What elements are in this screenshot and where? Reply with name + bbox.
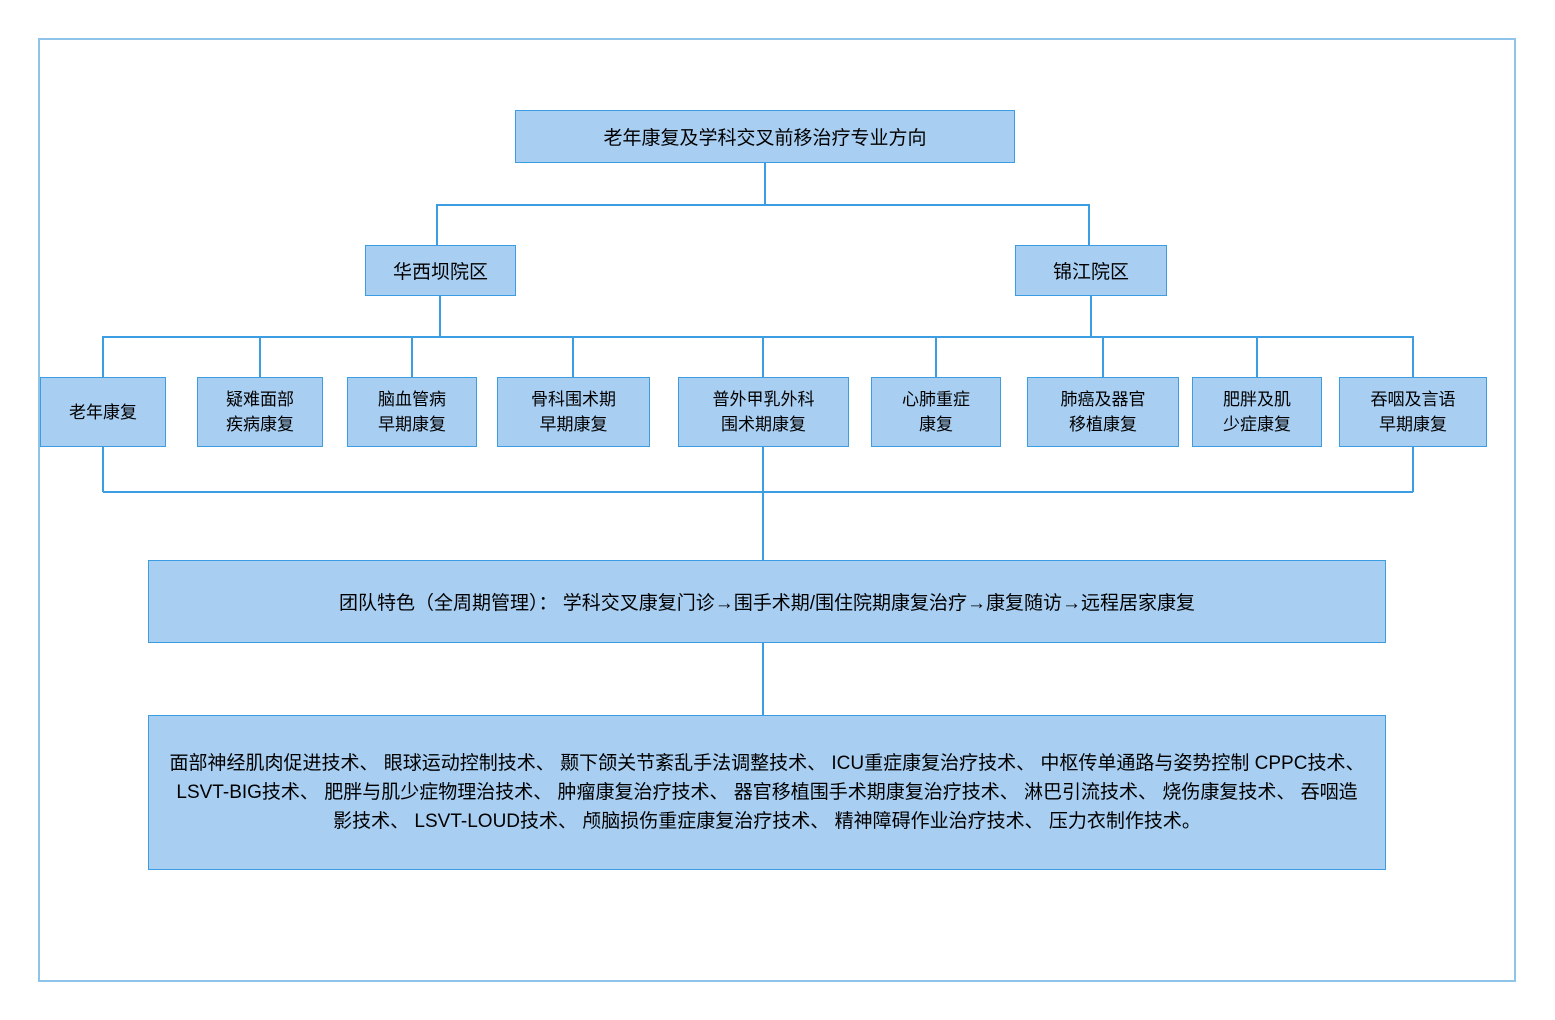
connector-line	[1256, 336, 1258, 377]
dept-node-label: 心肺重症 康复	[902, 390, 970, 434]
campus-node-huaxiba: 华西坝院区	[365, 245, 516, 296]
connector-line	[437, 204, 1090, 206]
connector-line	[102, 447, 104, 492]
connector-line	[1090, 296, 1092, 337]
root-node: 老年康复及学科交叉前移治疗专业方向	[515, 110, 1015, 163]
dept-node-label: 肺癌及器官 移植康复	[1060, 390, 1146, 434]
dept-node-general-surgery-perioperative-rehab: 普外甲乳外科 围术期康复	[678, 377, 849, 447]
techniques-node: 面部神经肌肉促进技术、 眼球运动控制技术、 颞下颌关节紊乱手法调整技术、 ICU…	[148, 715, 1386, 870]
dept-node-orthopedic-perioperative-rehab: 骨科围术期 早期康复	[497, 377, 650, 447]
connector-line	[103, 336, 1413, 338]
dept-node-geriatric-rehab: 老年康复	[40, 377, 166, 447]
connector-line	[762, 447, 764, 560]
dept-node-label: 老年康复	[69, 402, 137, 422]
dept-node-label: 脑血管病 早期康复	[378, 390, 446, 434]
dept-node-label: 普外甲乳外科 围术期康复	[712, 390, 815, 434]
campus-node-jinjiang: 锦江院区	[1015, 245, 1167, 296]
dept-node-cardiopulmonary-icu-rehab: 心肺重症 康复	[871, 377, 1001, 447]
dept-node-label: 疑难面部 疾病康复	[226, 390, 294, 434]
dept-node-label: 肥胖及肌 少症康复	[1223, 390, 1291, 434]
root-node-label: 老年康复及学科交叉前移治疗专业方向	[603, 128, 927, 149]
connector-line	[572, 336, 574, 377]
team-feature-node: 团队特色（全周期管理）： 学科交叉康复门诊→围手术期/围住院期康复治疗→康复随访…	[148, 560, 1386, 643]
dept-node-lung-cancer-transplant-rehab: 肺癌及器官 移植康复	[1027, 377, 1179, 447]
dept-node-label: 吞咽及言语 早期康复	[1370, 390, 1456, 434]
connector-line	[102, 336, 104, 377]
techniques-label: 面部神经肌肉促进技术、 眼球运动控制技术、 颞下颌关节紊乱手法调整技术、 ICU…	[169, 753, 1365, 832]
connector-line	[259, 336, 261, 377]
campus-node-label: 华西坝院区	[392, 262, 488, 283]
connector-line	[436, 204, 438, 245]
connector-line	[1088, 204, 1090, 245]
connector-line	[1102, 336, 1104, 377]
dept-node-swallowing-speech-rehab: 吞咽及言语 早期康复	[1339, 377, 1487, 447]
connector-line	[411, 336, 413, 377]
dept-node-obesity-sarcopenia-rehab: 肥胖及肌 少症康复	[1192, 377, 1322, 447]
connector-line	[1412, 336, 1414, 377]
connector-line	[1412, 447, 1414, 492]
dept-node-facial-disease-rehab: 疑难面部 疾病康复	[197, 377, 323, 447]
dept-node-cerebrovascular-rehab: 脑血管病 早期康复	[347, 377, 477, 447]
connector-line	[103, 491, 1413, 493]
connector-line	[764, 163, 766, 205]
campus-node-label: 锦江院区	[1052, 262, 1129, 283]
team-feature-label: 团队特色（全周期管理）： 学科交叉康复门诊→围手术期/围住院期康复治疗→康复随访…	[338, 593, 1196, 614]
connector-line	[762, 336, 764, 377]
connector-line	[935, 336, 937, 377]
dept-node-label: 骨科围术期 早期康复	[531, 390, 616, 434]
connector-line	[439, 296, 441, 337]
connector-line	[762, 643, 764, 715]
